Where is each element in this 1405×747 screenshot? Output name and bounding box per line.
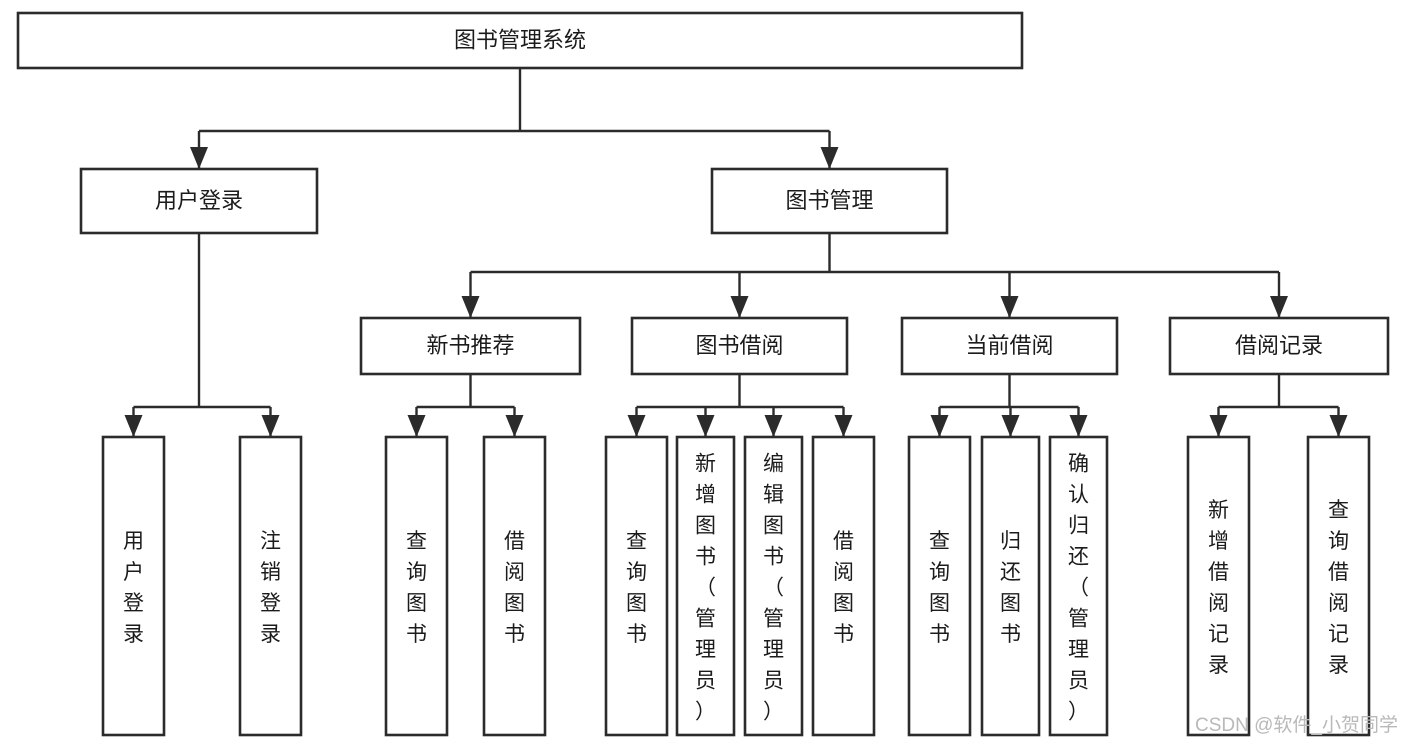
node-l3-图书借阅[interactable]: 图书借阅 bbox=[630, 316, 849, 376]
node-leaf-借阅记录-新增借阅记录-box[interactable] bbox=[1186, 435, 1251, 737]
node-l2-图书管理-label: 图书管理 bbox=[785, 188, 873, 213]
node-leaf-新书推荐-借阅图书-box[interactable] bbox=[482, 435, 547, 737]
link-图书借阅-arrow-3 bbox=[834, 415, 853, 437]
node-l2-用户登录[interactable]: 用户登录 bbox=[79, 167, 319, 235]
node-leaf-当前借阅-归还图书-label: 归还图书 bbox=[1000, 530, 1021, 646]
node-leaf-图书借阅-编辑图书管理员-label: 编辑图书（管理员） bbox=[763, 453, 784, 724]
link-借阅记录-arrow-1 bbox=[1329, 415, 1348, 437]
link-root-arrow-1 bbox=[820, 147, 839, 169]
node-l3-新书推荐[interactable]: 新书推荐 bbox=[359, 316, 582, 376]
node-boxes-layer: 图书管理系统用户登录图书管理新书推荐图书借阅当前借阅借阅记录用户登录注销登录查询… bbox=[16, 11, 1390, 737]
node-leaf-当前借阅-确认归还管理员[interactable]: 确认归还（管理员） bbox=[1048, 435, 1109, 737]
link-当前借阅-arrow-0 bbox=[930, 415, 949, 437]
link-bookmgmt-arrow-2 bbox=[1000, 296, 1019, 318]
link-新书推荐-arrow-1 bbox=[505, 415, 524, 437]
node-leaf-图书借阅-借阅图书-label: 借阅图书 bbox=[833, 530, 854, 646]
node-leaf-图书借阅-借阅图书-box[interactable] bbox=[811, 435, 876, 737]
node-l3-新书推荐-box[interactable] bbox=[359, 316, 582, 376]
link-图书借阅-arrow-2 bbox=[764, 415, 783, 437]
link-用户登录-arrow-1 bbox=[261, 415, 280, 437]
node-l3-当前借阅[interactable]: 当前借阅 bbox=[900, 316, 1119, 376]
node-leaf-图书借阅-新增图书管理员-box[interactable] bbox=[675, 435, 736, 737]
node-root-图书管理系统-box[interactable] bbox=[16, 11, 1024, 70]
node-leaf-用户登录-注销登录-label: 注销登录 bbox=[260, 530, 281, 646]
link-当前借阅-arrow-2 bbox=[1069, 415, 1088, 437]
link-bookmgmt-arrow-1 bbox=[730, 296, 749, 318]
node-leaf-新书推荐-借阅图书-label: 借阅图书 bbox=[504, 530, 525, 646]
node-leaf-新书推荐-查询图书-label: 查询图书 bbox=[406, 530, 427, 646]
node-leaf-新书推荐-查询图书-box[interactable] bbox=[384, 435, 449, 737]
node-leaf-用户登录-用户登录-label: 用户登录 bbox=[123, 530, 144, 646]
node-leaf-图书借阅-查询图书-label: 查询图书 bbox=[626, 530, 647, 646]
node-leaf-借阅记录-查询借阅记录-box[interactable] bbox=[1306, 435, 1371, 737]
node-leaf-图书借阅-查询图书-box[interactable] bbox=[604, 435, 669, 737]
node-leaf-图书借阅-新增图书管理员[interactable]: 新增图书（管理员） bbox=[675, 435, 736, 737]
node-leaf-图书借阅-编辑图书管理员[interactable]: 编辑图书（管理员） bbox=[743, 435, 804, 737]
node-l2-用户登录-box[interactable] bbox=[79, 167, 319, 235]
node-root-图书管理系统-label: 图书管理系统 bbox=[454, 27, 586, 52]
node-leaf-借阅记录-查询借阅记录-label: 查询借阅记录 bbox=[1328, 499, 1349, 677]
link-bookmgmt-arrow-0 bbox=[461, 296, 480, 318]
node-leaf-用户登录-用户登录[interactable]: 用户登录 bbox=[101, 435, 166, 737]
link-图书借阅-arrow-1 bbox=[696, 415, 715, 437]
node-root-图书管理系统[interactable]: 图书管理系统 bbox=[16, 11, 1024, 70]
node-leaf-借阅记录-新增借阅记录[interactable]: 新增借阅记录 bbox=[1186, 435, 1251, 737]
node-l3-借阅记录-box[interactable] bbox=[1168, 316, 1390, 376]
link-图书借阅-arrow-0 bbox=[627, 415, 646, 437]
node-leaf-借阅记录-查询借阅记录[interactable]: 查询借阅记录 bbox=[1306, 435, 1371, 737]
node-leaf-图书借阅-借阅图书[interactable]: 借阅图书 bbox=[811, 435, 876, 737]
link-当前借阅-arrow-1 bbox=[1001, 415, 1020, 437]
node-l3-图书借阅-box[interactable] bbox=[630, 316, 849, 376]
csdn-watermark: CSDN @软件_小贺同学 bbox=[1195, 714, 1398, 736]
node-l2-图书管理-box[interactable] bbox=[710, 167, 949, 235]
node-leaf-当前借阅-归还图书-box[interactable] bbox=[980, 435, 1041, 737]
node-l3-当前借阅-box[interactable] bbox=[900, 316, 1119, 376]
node-l3-图书借阅-label: 图书借阅 bbox=[695, 333, 783, 358]
link-借阅记录-arrow-0 bbox=[1209, 415, 1228, 437]
node-leaf-当前借阅-归还图书[interactable]: 归还图书 bbox=[980, 435, 1041, 737]
node-leaf-当前借阅-查询图书-label: 查询图书 bbox=[929, 530, 950, 646]
node-leaf-图书借阅-新增图书管理员-label: 新增图书（管理员） bbox=[695, 453, 716, 724]
node-leaf-新书推荐-借阅图书[interactable]: 借阅图书 bbox=[482, 435, 547, 737]
node-l2-用户登录-label: 用户登录 bbox=[155, 188, 243, 213]
node-leaf-当前借阅-确认归还管理员-box[interactable] bbox=[1048, 435, 1109, 737]
node-leaf-用户登录-注销登录-box[interactable] bbox=[238, 435, 303, 737]
node-leaf-用户登录-用户登录-box[interactable] bbox=[101, 435, 166, 737]
node-l3-借阅记录-label: 借阅记录 bbox=[1235, 333, 1323, 358]
link-bookmgmt-arrow-3 bbox=[1270, 296, 1288, 318]
node-leaf-借阅记录-新增借阅记录-label: 新增借阅记录 bbox=[1208, 499, 1229, 677]
node-leaf-图书借阅-查询图书[interactable]: 查询图书 bbox=[604, 435, 669, 737]
node-leaf-图书借阅-编辑图书管理员-box[interactable] bbox=[743, 435, 804, 737]
node-l2-图书管理[interactable]: 图书管理 bbox=[710, 167, 949, 235]
node-leaf-当前借阅-查询图书[interactable]: 查询图书 bbox=[907, 435, 972, 737]
node-leaf-用户登录-注销登录[interactable]: 注销登录 bbox=[238, 435, 303, 737]
link-root-arrow-0 bbox=[190, 147, 208, 169]
node-leaf-新书推荐-查询图书[interactable]: 查询图书 bbox=[384, 435, 449, 737]
connector-lines-layer bbox=[124, 68, 1348, 437]
node-l3-新书推荐-label: 新书推荐 bbox=[426, 333, 514, 358]
node-leaf-当前借阅-查询图书-box[interactable] bbox=[907, 435, 972, 737]
node-l3-借阅记录[interactable]: 借阅记录 bbox=[1168, 316, 1390, 376]
node-leaf-当前借阅-确认归还管理员-label: 确认归还（管理员） bbox=[1068, 453, 1089, 724]
link-新书推荐-arrow-0 bbox=[407, 415, 426, 437]
node-l3-当前借阅-label: 当前借阅 bbox=[965, 333, 1053, 358]
link-用户登录-arrow-0 bbox=[124, 415, 143, 437]
